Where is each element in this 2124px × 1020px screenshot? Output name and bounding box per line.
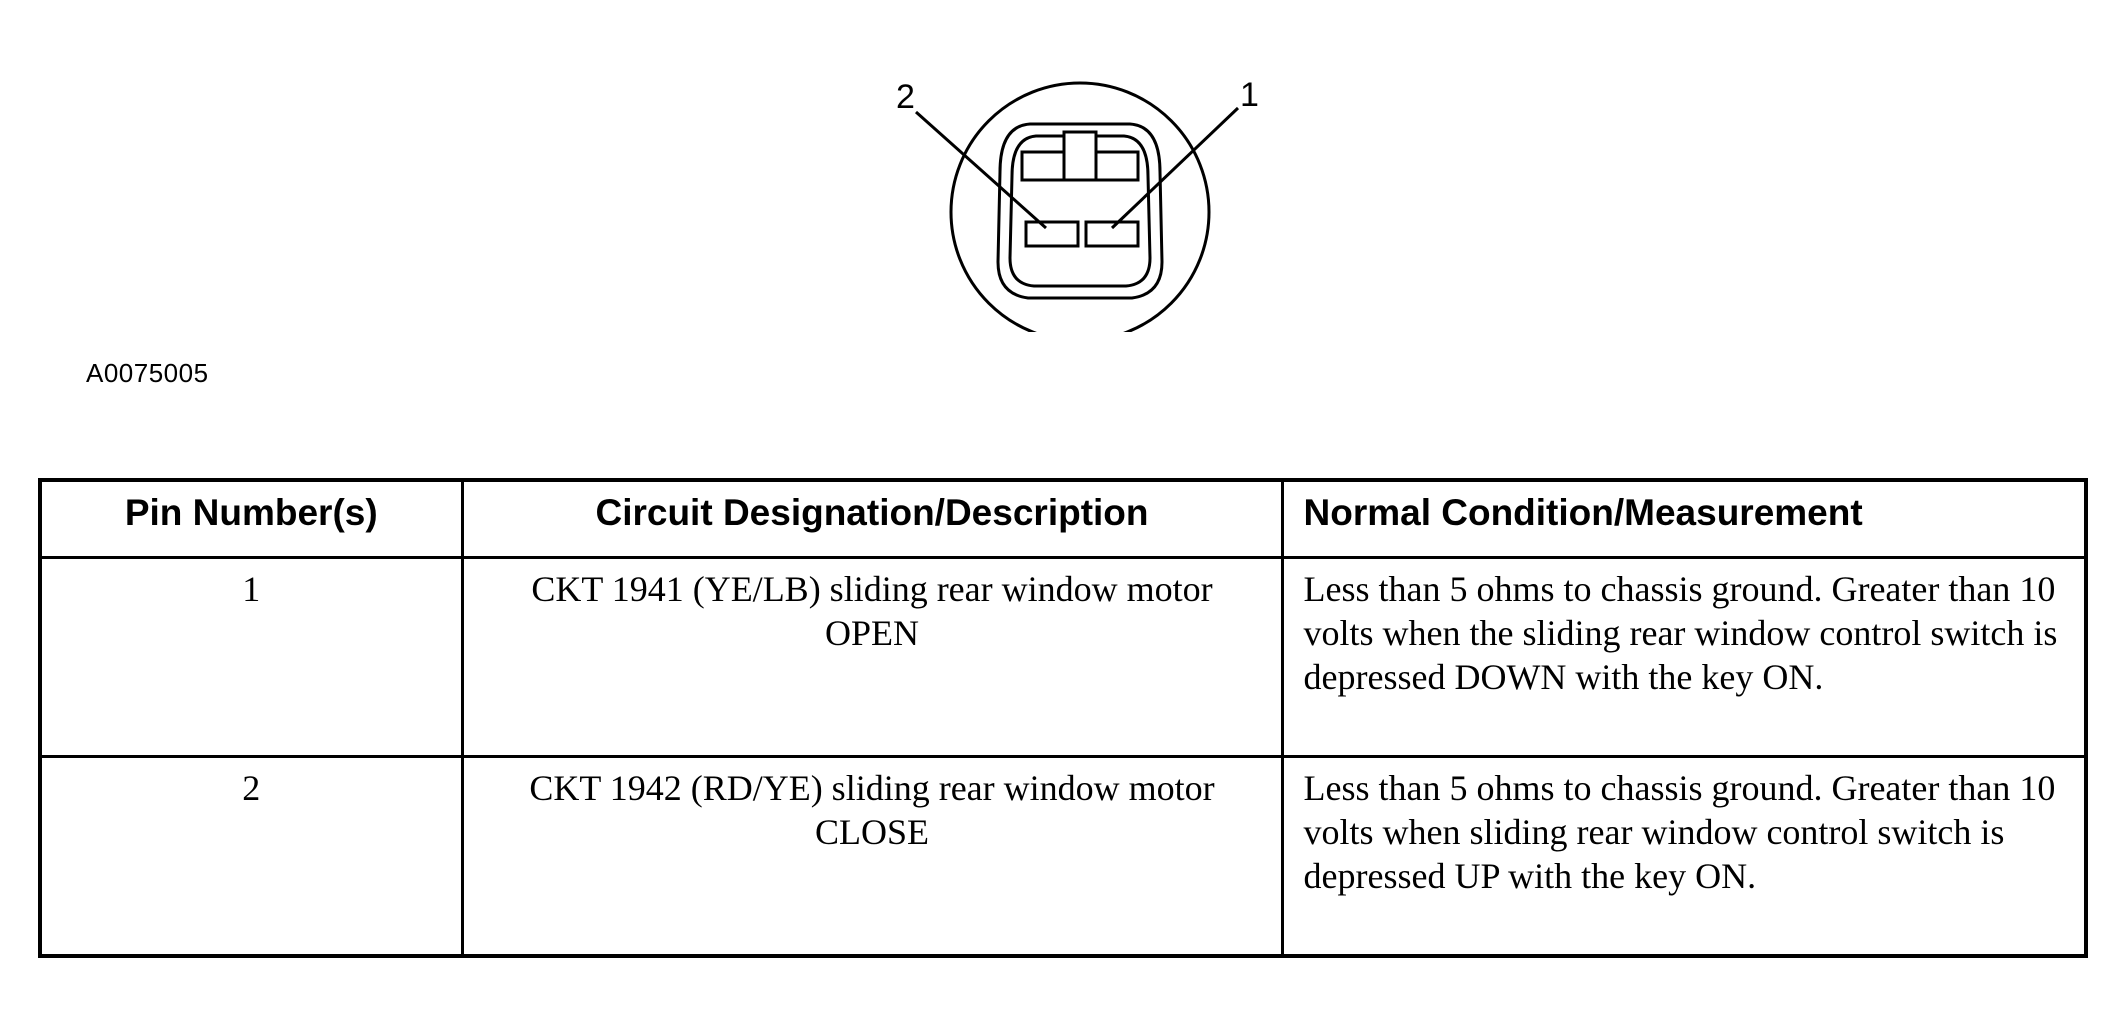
cell-condition: Less than 5 ohms to chassis ground. Grea…: [1280, 755, 2088, 958]
cell-circuit: CKT 1941 (YE/LB) sliding rear window mot…: [460, 556, 1284, 758]
connector-housing-outer: [996, 122, 1164, 300]
pin-2-terminal: [1024, 220, 1080, 248]
header-normal-condition: Normal Condition/Measurement: [1280, 478, 2088, 559]
connector-face-illustration: 2 1: [896, 76, 1259, 332]
connector-latch-tab: [1062, 130, 1098, 182]
connector-housing-inner: [1008, 134, 1152, 288]
pin-1-label: 1: [1240, 76, 1259, 114]
table-row: 1 CKT 1941 (YE/LB) sliding rear window m…: [38, 556, 2088, 758]
connector-latch: [1020, 150, 1140, 182]
cell-pin: 1: [38, 556, 464, 758]
pin-2-leader-line: [915, 110, 1047, 230]
cell-circuit: CKT 1942 (RD/YE) sliding rear window mot…: [460, 755, 1284, 958]
cell-pin: 2: [38, 755, 464, 958]
pin-1-leader-line: [1110, 106, 1240, 230]
table-row: 2 CKT 1942 (RD/YE) sliding rear window m…: [38, 755, 2088, 958]
connector-diagram: 2 1: [880, 72, 1280, 332]
pinout-table: Pin Number(s) Circuit Designation/Descri…: [38, 478, 2088, 958]
header-pin-numbers: Pin Number(s): [38, 478, 464, 559]
cell-condition: Less than 5 ohms to chassis ground. Grea…: [1280, 556, 2088, 758]
pin-1-terminal: [1084, 220, 1140, 248]
header-circuit-designation: Circuit Designation/Description: [460, 478, 1284, 559]
connector-outer-ring: [949, 81, 1211, 332]
figure-id: A0075005: [86, 358, 209, 388]
table-header-row: Pin Number(s) Circuit Designation/Descri…: [38, 478, 2088, 559]
pin-2-label: 2: [896, 78, 915, 116]
